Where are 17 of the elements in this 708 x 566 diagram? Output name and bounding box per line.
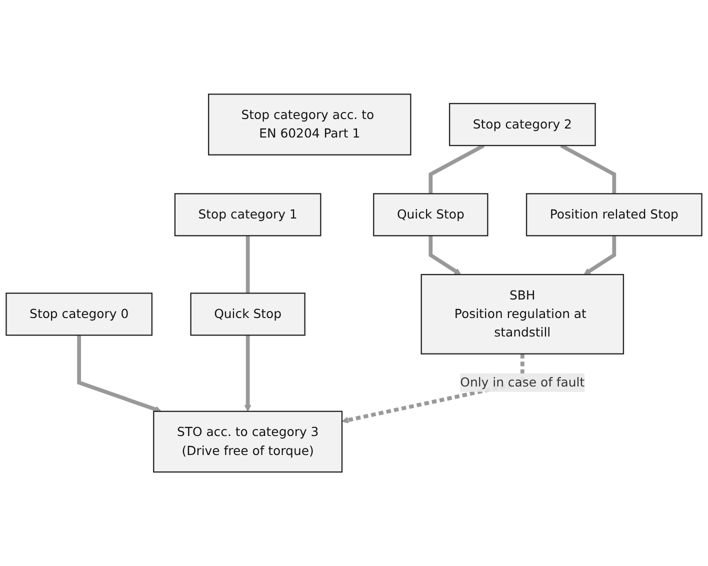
arrow bbox=[244, 335, 252, 412]
node-box: STO acc. to category 3 (Drive free of torque) bbox=[153, 410, 343, 472]
node-box: Position related Stop bbox=[526, 193, 702, 236]
connector bbox=[560, 144, 616, 194]
node-box: Quick Stop bbox=[190, 292, 306, 336]
arrow bbox=[584, 236, 616, 275]
edge-label: Only in case of fault bbox=[460, 374, 585, 390]
arrow bbox=[428, 236, 462, 275]
node-box: Quick Stop bbox=[373, 193, 488, 236]
node-box: Stop category acc. to EN 60204 Part 1 bbox=[208, 94, 412, 156]
connector bbox=[246, 236, 250, 294]
arrow bbox=[77, 335, 162, 412]
node-box: Stop category 2 bbox=[448, 102, 596, 146]
connector bbox=[428, 144, 485, 194]
node-box: Stop category 1 bbox=[174, 193, 322, 236]
node-box: Stop category 0 bbox=[6, 292, 153, 336]
node-box: SBH Position regulation at standstill bbox=[420, 274, 624, 354]
